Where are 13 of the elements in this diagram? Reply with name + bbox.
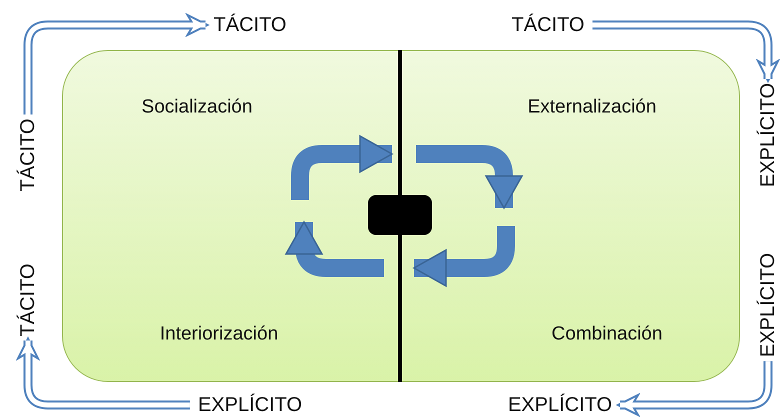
quadrant-label: Socialización (142, 98, 252, 116)
quadrant-label: Externalización (528, 98, 656, 116)
axis-label: EXPLÍCITO (198, 395, 302, 415)
axis-label: TÁCITO (18, 118, 38, 192)
axis-label: EXPLÍCITO (508, 395, 612, 415)
rounded-panel (62, 50, 740, 382)
quadrant-label: Interiorización (160, 324, 278, 344)
axis-label: EXPLÍCITO (758, 252, 778, 358)
axis-label: TÁCITO (512, 15, 584, 35)
axis-label: EXPLÍCITO (758, 82, 778, 188)
quadrant-label: Combinación (552, 324, 662, 344)
axis-label: TÁCITO (18, 264, 38, 336)
axis-label: TÁCITO (214, 15, 286, 35)
